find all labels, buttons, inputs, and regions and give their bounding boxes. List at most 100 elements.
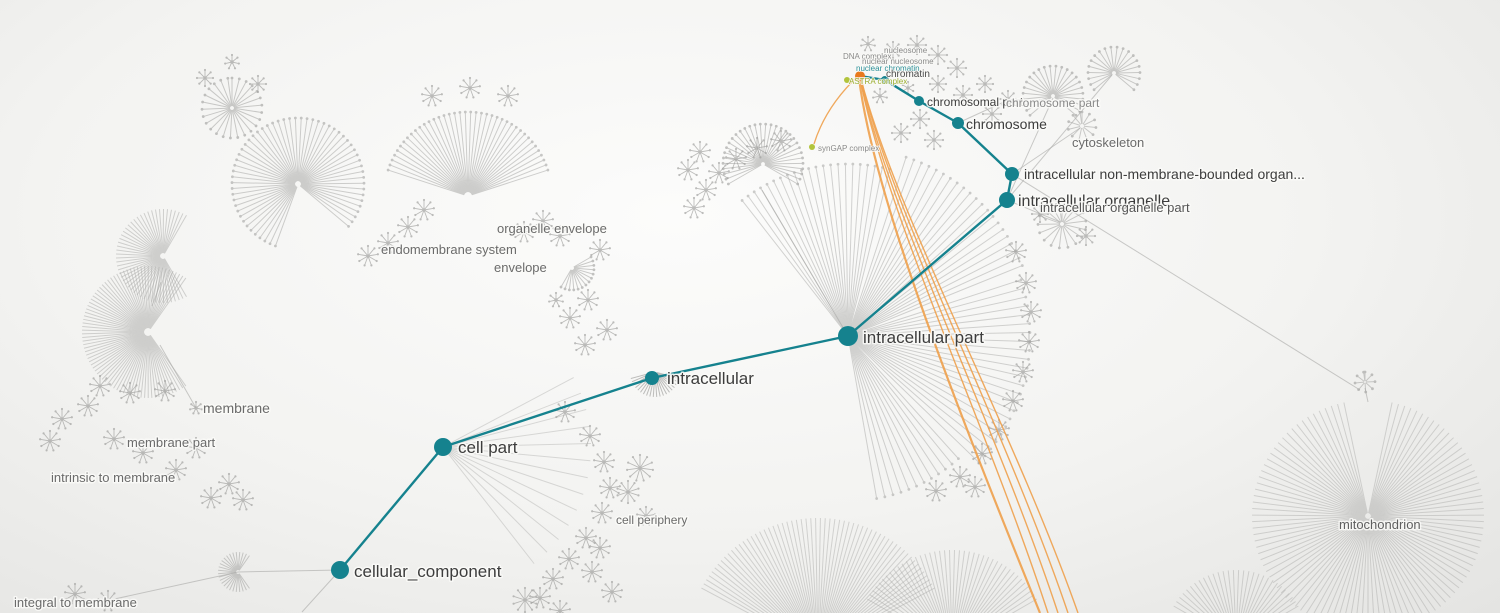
node-cluster[interactable]	[890, 122, 912, 144]
collapsed-subtree-fan[interactable]	[1021, 64, 1085, 117]
annotation-dot-1[interactable]	[809, 144, 815, 150]
node-cluster[interactable]	[51, 407, 73, 430]
node-cluster[interactable]	[1012, 360, 1034, 383]
collapsed-subtree-fan[interactable]	[1067, 110, 1098, 142]
node-cluster[interactable]	[591, 501, 613, 524]
collapsed-subtree-fan[interactable]	[850, 155, 1024, 333]
node-cluster[interactable]	[39, 429, 61, 452]
node-cluster[interactable]	[200, 486, 222, 509]
node-cluster[interactable]	[97, 589, 119, 612]
node-cluster[interactable]	[1030, 204, 1050, 224]
node-cluster[interactable]	[872, 87, 888, 104]
node-cluster[interactable]	[421, 84, 443, 107]
node-cluster[interactable]	[195, 68, 215, 88]
node-cellular_component[interactable]	[331, 561, 349, 579]
collapsed-subtree-fan[interactable]	[448, 377, 591, 564]
node-cluster[interactable]	[746, 136, 768, 159]
node-cluster[interactable]	[132, 441, 154, 464]
node-cluster[interactable]	[64, 582, 86, 605]
collapsed-subtree-fan[interactable]	[1251, 402, 1485, 613]
node-cluster[interactable]	[596, 318, 618, 341]
node-cluster[interactable]	[949, 465, 971, 488]
node-cluster[interactable]	[548, 291, 564, 308]
node-cluster[interactable]	[599, 476, 621, 499]
node-cluster[interactable]	[683, 196, 705, 219]
node-cluster[interactable]	[532, 209, 554, 232]
node-cluster[interactable]	[689, 140, 711, 163]
node-cluster[interactable]	[616, 479, 640, 505]
node-cluster[interactable]	[695, 178, 717, 201]
node-cluster[interactable]	[377, 231, 399, 254]
node-cluster[interactable]	[636, 505, 656, 526]
node-cluster[interactable]	[103, 427, 125, 450]
node-intracellular_organelle[interactable]	[999, 192, 1015, 208]
node-cluster[interactable]	[770, 129, 792, 152]
node-cluster[interactable]	[154, 379, 176, 402]
node-cluster[interactable]	[89, 374, 111, 397]
node-cluster[interactable]	[860, 35, 876, 52]
node-cluster[interactable]	[542, 567, 564, 590]
node-cluster[interactable]	[1002, 389, 1024, 412]
node-nucleosome[interactable]	[855, 71, 865, 81]
node-cluster[interactable]	[397, 215, 419, 238]
node-cluster[interactable]	[1075, 225, 1097, 247]
node-cluster[interactable]	[232, 488, 254, 511]
node-cluster[interactable]	[677, 158, 699, 181]
collapsed-subtree-fan[interactable]	[559, 255, 596, 292]
node-cluster[interactable]	[725, 147, 747, 170]
node-cluster[interactable]	[589, 238, 611, 261]
node-cluster[interactable]	[925, 479, 947, 502]
node-cluster[interactable]	[413, 198, 435, 221]
collapsed-subtree-fan[interactable]	[866, 550, 1038, 613]
node-cluster[interactable]	[981, 103, 1003, 125]
node-chromatin[interactable]	[881, 76, 889, 84]
node-cluster[interactable]	[909, 108, 931, 130]
node-cluster[interactable]	[575, 526, 597, 549]
node-cluster[interactable]	[224, 53, 240, 70]
node-cluster[interactable]	[218, 472, 240, 495]
collapsed-subtree-fan[interactable]	[230, 116, 366, 248]
node-cluster[interactable]	[574, 333, 596, 356]
node-cluster[interactable]	[512, 586, 538, 613]
node-cluster[interactable]	[998, 89, 1018, 109]
node-cluster[interactable]	[248, 74, 268, 94]
node-non_membrane_organelle[interactable]	[1005, 167, 1019, 181]
node-cluster[interactable]	[589, 536, 611, 559]
node-cluster[interactable]	[946, 57, 968, 79]
node-cluster[interactable]	[1018, 330, 1040, 353]
node-cluster[interactable]	[77, 394, 99, 417]
node-cluster[interactable]	[906, 34, 928, 56]
node-cluster[interactable]	[559, 306, 581, 329]
collapsed-subtree-fan[interactable]	[82, 265, 187, 399]
node-cluster[interactable]	[529, 586, 551, 609]
node-cluster[interactable]	[165, 458, 187, 481]
collapsed-subtree-fan[interactable]	[721, 122, 805, 186]
node-cluster[interactable]	[549, 599, 571, 613]
node-cluster[interactable]	[601, 580, 623, 603]
node-intracellular_part[interactable]	[838, 326, 858, 346]
node-cluster[interactable]	[928, 74, 948, 94]
node-chromosomal_part[interactable]	[914, 96, 924, 106]
annotation-dot-0[interactable]	[844, 77, 850, 83]
node-cluster[interactable]	[923, 129, 945, 151]
collapsed-subtree-fan[interactable]	[849, 343, 960, 500]
collapsed-subtree-fan[interactable]	[386, 110, 550, 196]
node-cluster[interactable]	[1020, 300, 1042, 323]
node-cluster[interactable]	[577, 288, 599, 311]
node-cluster[interactable]	[975, 74, 995, 94]
node-cluster[interactable]	[497, 84, 519, 107]
collapsed-subtree-fan[interactable]	[1173, 570, 1299, 613]
node-cluster[interactable]	[558, 547, 580, 570]
collapsed-subtree-fan[interactable]	[1086, 45, 1142, 92]
node-cluster[interactable]	[1005, 240, 1027, 263]
node-cluster[interactable]	[883, 40, 903, 60]
node-cluster[interactable]	[952, 84, 974, 106]
collapsed-subtree-fan[interactable]	[740, 162, 892, 329]
node-intracellular[interactable]	[645, 371, 659, 385]
node-cluster[interactable]	[626, 453, 654, 482]
collapsed-subtree-fan[interactable]	[701, 518, 935, 613]
node-cluster[interactable]	[964, 475, 986, 498]
node-cluster[interactable]	[593, 450, 615, 473]
node-cluster[interactable]	[549, 224, 571, 247]
